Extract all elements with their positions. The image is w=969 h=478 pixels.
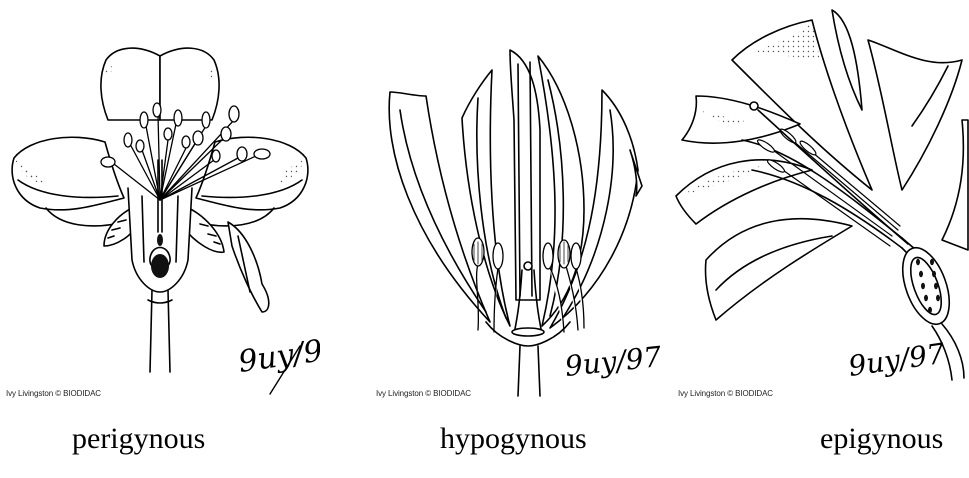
perigynous-caption: perigynous	[72, 424, 205, 454]
svg-text:9uy/97: 9uy/97	[563, 340, 660, 383]
epigynous-flower-drawing: 9uy/97	[672, 0, 969, 410]
perigynous-flower-drawing: 9uy/97	[0, 0, 320, 410]
epigynous-panel: 9uy/97 Ivy Livingston © BIODIDAC epigyno…	[672, 0, 969, 478]
perigynous-panel: 9uy/97 Ivy Livingston © BIODIDAC perigyn…	[0, 0, 320, 478]
hypogynous-credit: Ivy Livingston © BIODIDAC	[376, 389, 471, 398]
svg-text:9uy/97: 9uy/97	[846, 337, 947, 383]
epigynous-caption: epigynous	[820, 424, 943, 454]
hypogynous-panel: 9uy/97 Ivy Livingston © BIODIDAC hypogyn…	[370, 0, 660, 478]
epigynous-credit: Ivy Livingston © BIODIDAC	[678, 389, 773, 398]
svg-text:9uy/97: 9uy/97	[236, 331, 320, 380]
perigynous-credit: Ivy Livingston © BIODIDAC	[6, 389, 101, 398]
hypogynous-flower-drawing: 9uy/97	[370, 0, 660, 410]
hypogynous-caption: hypogynous	[440, 424, 587, 454]
